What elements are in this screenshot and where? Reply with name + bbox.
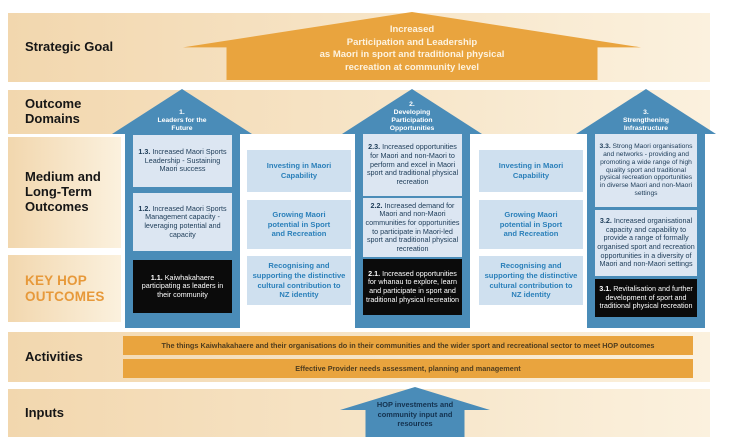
outcome-box-1-3-num: 1.3. [138,147,151,157]
activities-bar-1: The things Kaiwhakahaere and their organ… [123,336,693,355]
domain-arrow-participation-text: 2. Developing Participation Opportunitie… [389,100,435,132]
key-hop-box-1-1-text: Kaiwhakahaere participating as leaders i… [141,272,224,299]
outcome-box-2-3: 2.3. Increased opportunities for Maori a… [363,134,462,196]
inputs-label: Inputs [25,404,64,420]
key-hop-band [8,255,121,322]
outcome-domains-label: Outcome Domains [25,96,82,126]
key-hop-box-3-1: 3.1. Revitalisation and further developm… [595,279,697,317]
bridge-box-investing-right: Investing in Maori Capability [479,150,583,192]
inputs-arrow-text: HOP investments and community input and … [376,400,454,429]
key-hop-box-2-1-text: Increased opportunities for whanau to ex… [365,268,460,304]
outcome-box-2-2-text: Increased demand for Maori and non-Maori… [365,200,460,253]
outcome-column-3: 3.3. Strong Maori organisations and netw… [587,133,705,328]
key-hop-box-1-1: 1.1. Kaiwhakahaere participating as lead… [133,260,232,313]
activities-bar-2: Effective Provider needs assessment, pla… [123,359,693,378]
outcome-box-3-2-num: 3.2. [599,216,612,226]
outcome-box-1-2-text: Increased Maori Sports Management capaci… [144,203,227,239]
outcome-box-1-2: 1.2. Increased Maori Sports Management c… [133,193,232,251]
domain-arrow-infrastructure-text: 3. Strengthening Infrastructure [622,108,670,132]
bridge-box-growing-left: Growing Maori potential in Sport and Rec… [247,200,351,249]
strategic-goal-label: Strategic Goal [25,39,114,55]
outcome-box-3-3: 3.3. Strong Maori organisations and netw… [595,134,697,207]
outcome-box-2-3-num: 2.3. [368,142,381,152]
outcome-box-1-2-num: 1.2. [138,203,151,213]
domain-arrow-leaders-text: 1. Leaders for the Future [157,108,207,132]
outcome-box-2-3-text: Increased opportunities for Maori and no… [366,142,459,186]
outcome-box-3-3-text: Strong Maori organisations and networks … [599,142,693,198]
key-hop-box-3-1-text: Revitalisation and further development o… [599,284,693,311]
medium-long-term-band [8,137,121,248]
medium-long-term-label: Medium and Long-Term Outcomes [25,169,101,214]
strategic-goal-arrow-text: Increased Participation and Leadership a… [319,24,505,73]
inputs-band [8,389,710,437]
key-hop-box-3-1-num: 3.1. [599,284,612,294]
key-hop-box-1-1-num: 1.1. [150,272,163,282]
bridge-box-recognising-left: Recognising and supporting the distincti… [247,256,351,305]
key-hop-box-2-1-num: 2.1. [368,268,381,278]
key-hop-box-2-1: 2.1. Increased opportunities for whanau … [363,259,462,315]
outcome-box-2-2-num: 2.2. [370,200,383,210]
bridge-box-growing-right: Growing Maori potential in Sport and Rec… [479,200,583,249]
outcome-column-1: 1.3. Increased Maori Sports Leadership -… [125,133,240,328]
outcome-box-3-2: 3.2. Increased organisational capacity a… [595,210,697,276]
outcome-box-3-3-num: 3.3. [599,142,611,150]
key-hop-outcomes-label: KEY HOP OUTCOMES [25,272,105,304]
outcome-box-1-3-text: Increased Maori Sports Leadership - Sust… [144,147,227,174]
outcome-box-2-2: 2.2. Increased demand for Maori and non-… [363,198,462,257]
activities-label: Activities [25,348,83,364]
bridge-box-recognising-right: Recognising and supporting the distincti… [479,256,583,305]
outcome-box-1-3: 1.3. Increased Maori Sports Leadership -… [133,135,232,187]
outcome-column-2: 2.3. Increased opportunities for Maori a… [355,133,470,328]
strategic-goal-arrow: Increased Participation and Leadership a… [183,12,641,80]
bridge-box-investing-left: Investing in Maori Capability [247,150,351,192]
outcome-box-3-2-text: Increased organisational capacity and ca… [597,216,695,269]
